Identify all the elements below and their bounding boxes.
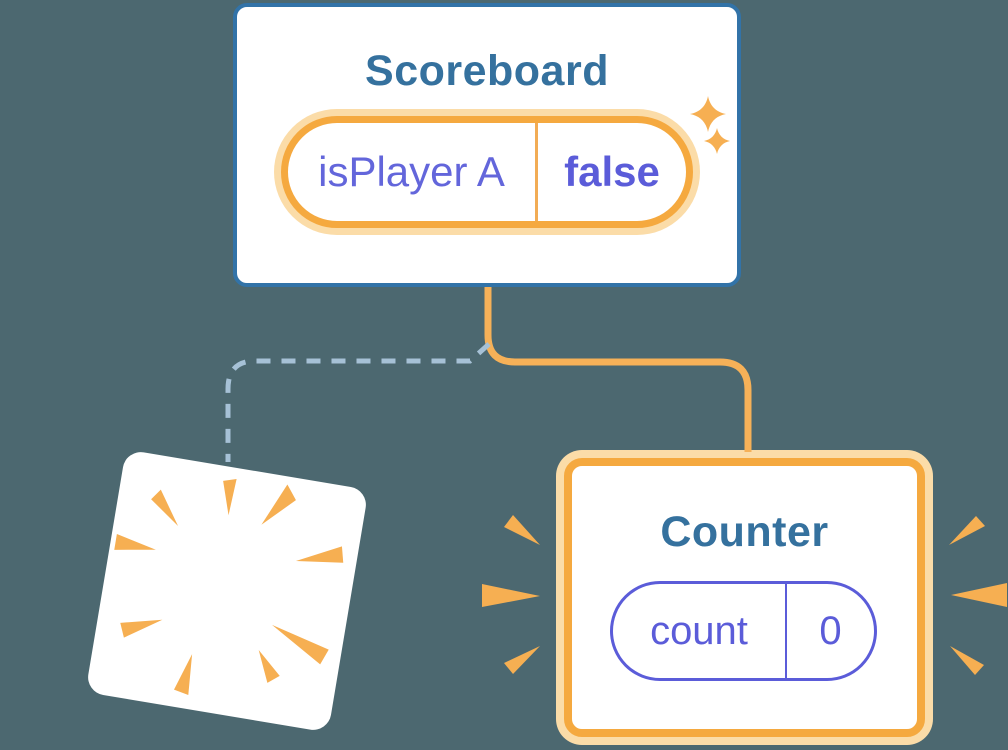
- pill-divider: [785, 584, 787, 678]
- scoreboard-card: Scoreboard isPlayer A false: [233, 3, 741, 287]
- dashed-connector-line: [225, 342, 491, 462]
- state-key-label: isPlayer A: [318, 148, 505, 195]
- destroyed-component-card: [85, 449, 369, 733]
- solid-connector-line: [484, 287, 752, 452]
- state-value-label: false: [564, 148, 660, 195]
- counter-state-pill: count 0: [610, 581, 877, 681]
- scoreboard-state-pill: isPlayer A false: [281, 116, 693, 228]
- scoreboard-title: Scoreboard: [365, 47, 609, 95]
- state-value-label: 0: [819, 608, 842, 653]
- counter-title: Counter: [660, 508, 829, 556]
- pill-divider: [535, 123, 538, 221]
- burst-icon: [114, 479, 344, 696]
- state-key-label: count: [650, 608, 748, 653]
- counter-card: Counter count 0: [564, 458, 925, 737]
